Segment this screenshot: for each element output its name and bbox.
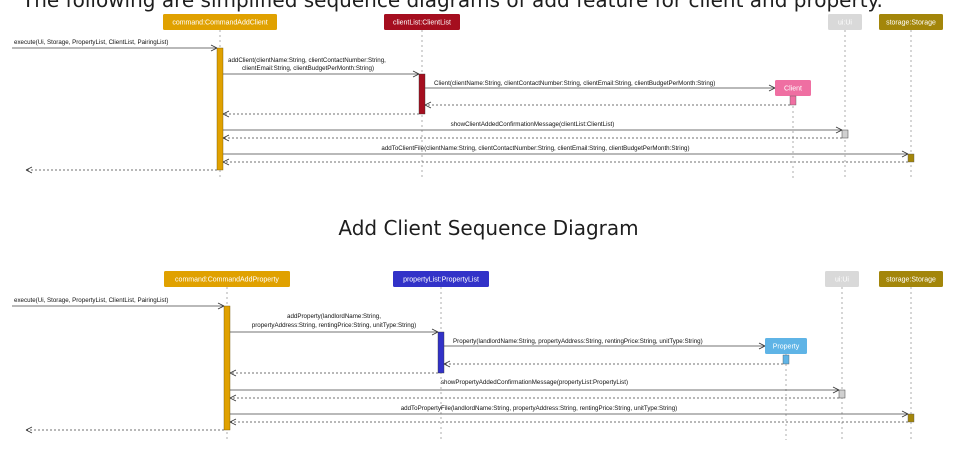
property-created-participant-label: Property bbox=[773, 344, 800, 351]
client-add-arrow-arrowhead bbox=[412, 70, 420, 78]
client-list-participant bbox=[384, 14, 460, 30]
client-created-activation bbox=[789, 95, 797, 106]
property-construct-arrow-arrowhead bbox=[758, 342, 766, 350]
client-created-participant bbox=[775, 80, 811, 96]
client-ui-participant bbox=[828, 14, 862, 30]
client-construct-label: Client(clientName:String, clientContactN… bbox=[434, 80, 715, 87]
property-file-return-arrowhead bbox=[229, 418, 237, 426]
property-construct-label: Property(landlordName:String, propertyAd… bbox=[453, 338, 703, 345]
property-command-participant bbox=[164, 271, 290, 287]
diagram-caption-client: Add Client Sequence Diagram bbox=[338, 216, 639, 240]
property-add-label-line1: addProperty(landlordName:String, bbox=[287, 313, 381, 320]
client-command-participant-label: command:CommandAddClient bbox=[172, 20, 267, 27]
client-execute-arrow-arrowhead bbox=[210, 44, 218, 52]
property-command-activation bbox=[223, 305, 231, 431]
client-file-label: addToClientFile(clientName:String, clien… bbox=[381, 145, 689, 152]
client-command-participant bbox=[163, 14, 277, 30]
property-created-activation bbox=[782, 354, 790, 365]
client-show-label: showClientAddedConfirmationMessage(clien… bbox=[451, 121, 615, 128]
property-list-activation bbox=[437, 331, 445, 374]
client-add-label-line2: clientEmail:String, clientBudgetPerMonth… bbox=[242, 65, 374, 72]
property-ui-participant bbox=[825, 271, 859, 287]
client-created-participant-label: Client bbox=[784, 86, 802, 93]
property-construct-return-arrowhead bbox=[443, 360, 451, 368]
property-list-participant bbox=[393, 271, 489, 287]
property-show-label: showPropertyAddedConfirmationMessage(pro… bbox=[441, 379, 628, 386]
client-command-activation bbox=[216, 47, 224, 171]
client-storage-activation bbox=[907, 153, 915, 163]
client-storage-participant bbox=[879, 14, 943, 30]
property-add-arrow-arrowhead bbox=[431, 328, 439, 336]
property-add-return-arrowhead bbox=[229, 369, 237, 377]
property-file-arrow-arrowhead bbox=[901, 410, 909, 418]
property-file-label: addToPropertyFile(landlordName:String, p… bbox=[401, 405, 678, 412]
client-file-return-arrowhead bbox=[222, 158, 230, 166]
client-file-arrow-arrowhead bbox=[901, 150, 909, 158]
client-construct-arrow-arrowhead bbox=[768, 84, 776, 92]
property-show-return-arrowhead bbox=[229, 394, 237, 402]
client-execute-return-arrowhead bbox=[25, 166, 33, 174]
client-list-activation bbox=[418, 73, 426, 115]
property-storage-participant-label: storage:Storage bbox=[886, 277, 936, 284]
property-created-participant bbox=[765, 338, 807, 354]
property-add-label-line2: propertyAddress:String, rentingPrice:Str… bbox=[252, 322, 416, 329]
intro-text: The following are simplified sequence di… bbox=[22, 0, 883, 12]
property-show-arrow-arrowhead bbox=[832, 386, 840, 394]
client-add-return-arrowhead bbox=[222, 110, 230, 118]
client-ui-participant-label: ui:Ui bbox=[838, 20, 852, 27]
property-execute-arrow-arrowhead bbox=[217, 302, 225, 310]
client-add-label-line1: addClient(clientName:String, clientConta… bbox=[228, 57, 386, 64]
property-list-participant-label: propertyList:PropertyList bbox=[403, 277, 479, 284]
property-storage-activation bbox=[907, 413, 915, 423]
client-storage-participant-label: storage:Storage bbox=[886, 20, 936, 27]
property-command-participant-label: command:CommandAddProperty bbox=[175, 277, 279, 284]
property-execute-label: execute(Ui, Storage, PropertyList, Clien… bbox=[14, 297, 168, 304]
property-storage-participant bbox=[879, 271, 943, 287]
client-execute-label: execute(Ui, Storage, PropertyList, Clien… bbox=[14, 39, 168, 46]
property-ui-participant-label: ui:Ui bbox=[835, 277, 849, 284]
client-list-participant-label: clientList:ClientList bbox=[393, 20, 451, 27]
client-show-arrow-arrowhead bbox=[835, 126, 843, 134]
client-ui-activation bbox=[841, 129, 849, 139]
client-show-return-arrowhead bbox=[222, 134, 230, 142]
client-construct-return-arrowhead bbox=[424, 101, 432, 109]
property-ui-activation bbox=[838, 389, 846, 399]
property-execute-return-arrowhead bbox=[25, 426, 33, 434]
